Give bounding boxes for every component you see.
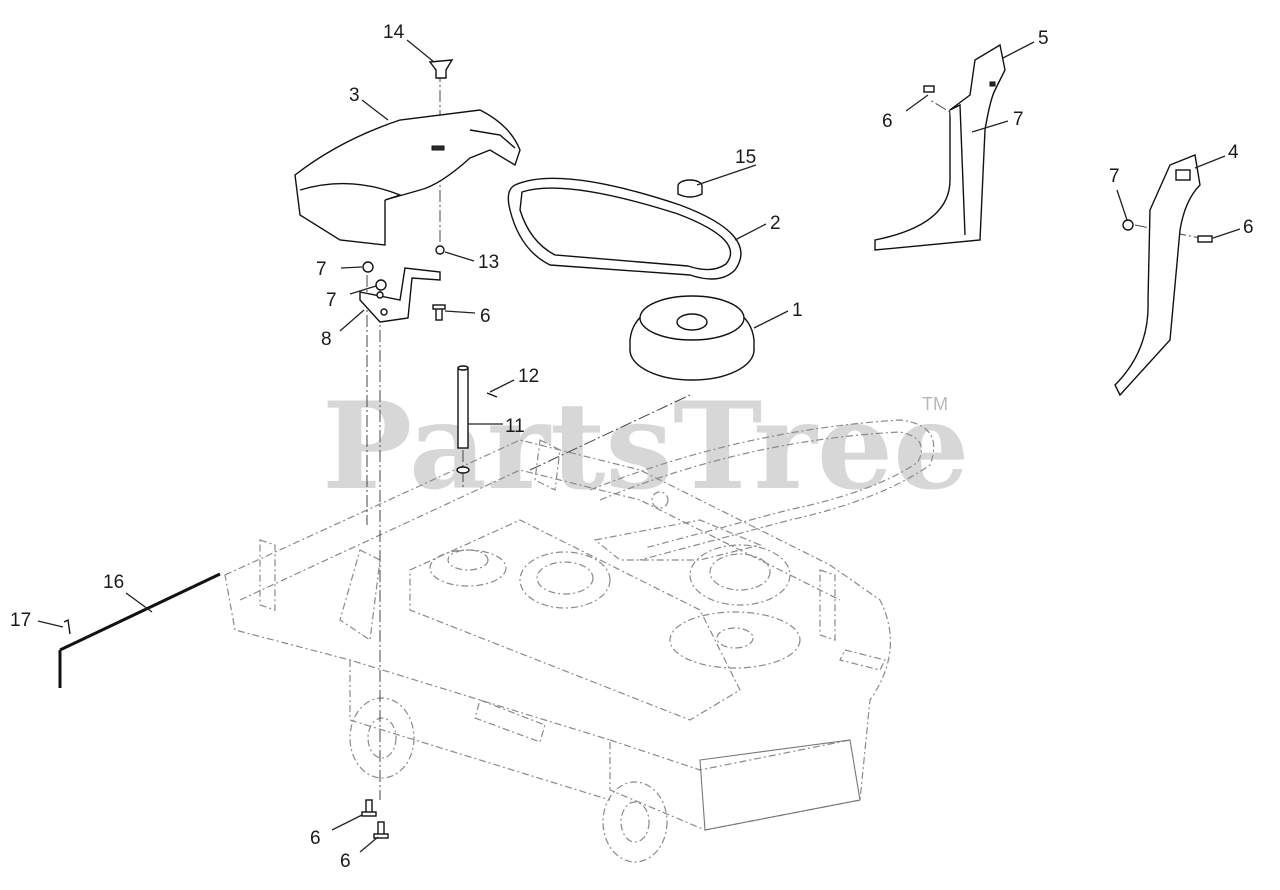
callout-labels: 14 3 5 6 7 4 7 6 15 2 1 7 13 7 8 6 12 11…: [10, 22, 1254, 872]
nut: [362, 261, 374, 273]
bolt: [361, 799, 377, 817]
watermark: PartsTree TM: [322, 376, 969, 517]
callout-6: 6: [310, 828, 321, 849]
side-bracket-right: [874, 43, 1006, 251]
mount-bracket: [359, 267, 441, 323]
washer: [435, 245, 445, 255]
pulley: [629, 295, 755, 381]
side-bracket-left: [1114, 154, 1201, 397]
callout-6: 6: [882, 111, 893, 132]
callout-14: 14: [383, 22, 405, 43]
belt-cover: [294, 109, 521, 246]
shaft: [457, 365, 469, 449]
hairpin-clip: [63, 618, 71, 635]
callout-3: 3: [349, 85, 360, 106]
callout-7: 7: [1109, 166, 1120, 187]
callout-7: 7: [326, 290, 337, 311]
adjuster-rod: [58, 572, 221, 688]
callout-7: 7: [1013, 109, 1024, 130]
callout-16: 16: [103, 572, 124, 593]
cover-slot-icon: [431, 145, 445, 151]
callout-12: 12: [518, 366, 539, 387]
callout-6: 6: [340, 851, 351, 872]
callout-11: 11: [505, 416, 525, 437]
bolt: [923, 85, 935, 93]
callout-1: 1: [792, 300, 803, 321]
drive-belt: [507, 177, 742, 280]
bolt: [1197, 235, 1213, 243]
callout-4: 4: [1228, 142, 1239, 163]
callout-8: 8: [321, 329, 332, 350]
watermark-brand: PartsTree: [322, 376, 969, 517]
callout-13: 13: [478, 252, 499, 273]
callout-2: 2: [770, 213, 781, 234]
callout-7: 7: [316, 259, 327, 280]
nut: [1122, 219, 1134, 231]
callout-15: 15: [735, 147, 756, 168]
bolt: [432, 304, 446, 321]
shaft-washer: [456, 466, 470, 474]
bolt: [373, 821, 389, 839]
pulley-cap: [677, 179, 703, 198]
leader-lines: [37, 39, 1241, 853]
knob: [428, 59, 454, 79]
pin: [486, 392, 498, 398]
watermark-trademark: TM: [922, 394, 948, 414]
callout-17: 17: [10, 610, 31, 631]
callout-6: 6: [480, 306, 491, 327]
callout-6: 6: [1243, 217, 1254, 238]
callout-5: 5: [1038, 28, 1049, 49]
nut: [375, 279, 387, 291]
